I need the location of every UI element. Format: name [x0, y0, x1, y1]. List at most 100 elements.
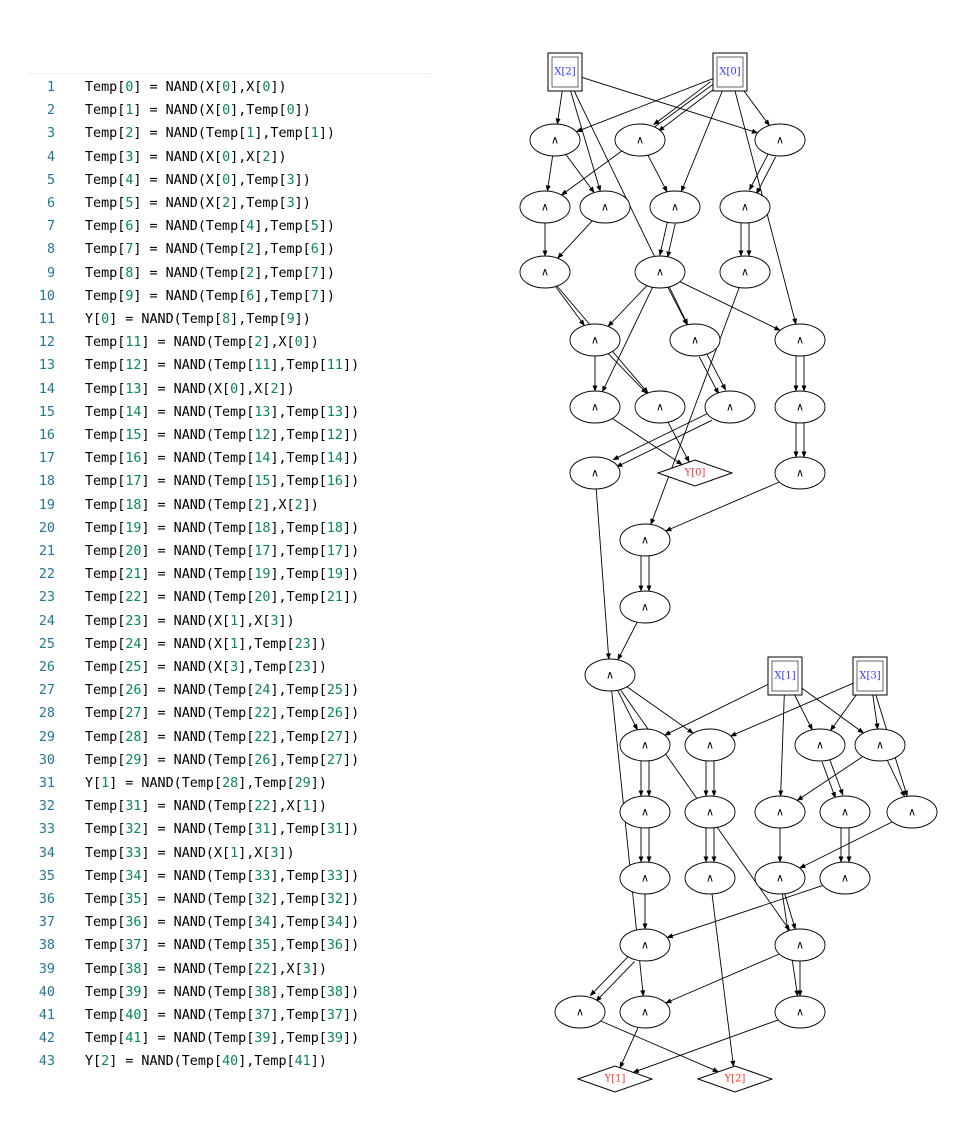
- output-diamond: [656, 459, 734, 487]
- edges-layer: [542, 76, 908, 1073]
- gate-ellipse: [649, 190, 701, 224]
- line-number: 21: [38, 544, 55, 559]
- edge-X2-to-t3: [555, 90, 563, 125]
- edge-X1-to-t24: [778, 694, 785, 797]
- edge-t2-to-t7: [607, 285, 648, 327]
- nand-gate-t8: ∧: [569, 390, 621, 424]
- line-number: 42: [38, 1031, 55, 1047]
- nand-gate-t9: ∧: [634, 390, 686, 424]
- nand-gate-t29: ∧: [774, 995, 826, 1029]
- edge-X0-to-t0: [653, 81, 711, 125]
- gate-ellipse: [754, 123, 806, 157]
- input-label: X[2]: [554, 67, 575, 78]
- code-text: Temp[4] = NAND(X[0],Temp[3]): [85, 172, 311, 188]
- nand-gate-t37: ∧: [619, 928, 671, 962]
- nand-symbol: ∧: [796, 1006, 804, 1019]
- line-number: 28: [38, 706, 55, 722]
- nand-symbol: ∧: [841, 806, 849, 819]
- nand-gate-t28: ∧: [619, 995, 671, 1029]
- output-node-Y0: Y[0]: [656, 459, 734, 487]
- line-number: 20: [38, 520, 55, 536]
- nand-symbol: ∧: [706, 872, 714, 885]
- line-number: 32: [38, 799, 55, 815]
- gate-ellipse: [619, 795, 671, 829]
- nand-gate-t1: ∧: [649, 190, 701, 224]
- output-diamond: [696, 1065, 774, 1093]
- line-number: 29: [38, 729, 55, 745]
- code-text: Temp[33] = NAND(X[1],X[3]): [85, 845, 295, 861]
- gate-ellipse: [854, 728, 906, 762]
- input-inner-box: [551, 56, 579, 88]
- line-number: 13: [38, 358, 55, 374]
- edge-t1-to-t2: [658, 221, 668, 256]
- code-line: 34 Temp[33] = NAND(X[1],X[3]): [27, 842, 430, 865]
- gate-ellipse: [669, 323, 721, 357]
- edge-t26-to-t27: [784, 893, 797, 930]
- nand-gate-t38: ∧: [684, 728, 736, 762]
- input-node-X1: X[1]: [767, 656, 803, 696]
- line-number: 3: [46, 126, 55, 142]
- nand-symbol: ∧: [601, 201, 609, 214]
- output-label: Y[2]: [724, 1074, 746, 1085]
- line-number: 35: [38, 868, 55, 884]
- nand-symbol: ∧: [796, 401, 804, 414]
- nand-symbol: ∧: [591, 401, 599, 414]
- gate-ellipse: [774, 390, 826, 424]
- nand-symbol: ∧: [641, 534, 649, 547]
- code-text: Temp[28] = NAND(Temp[22],Temp[27]): [85, 729, 360, 745]
- gate-ellipse: [774, 323, 826, 357]
- gate-ellipse: [584, 658, 636, 692]
- edge-t33-to-t34: [829, 759, 844, 796]
- edge-X0-to-t0: [658, 87, 716, 132]
- edge-t22-to-t38: [626, 686, 694, 734]
- nand-gate-t17: ∧: [619, 523, 671, 557]
- gate-ellipse: [569, 456, 621, 490]
- nand-gate-t15: ∧: [774, 456, 826, 490]
- edge-t23-to-t24: [796, 756, 863, 801]
- nand-gate-t36: ∧: [819, 861, 871, 895]
- line-number: 34: [38, 845, 55, 861]
- nand-symbol: ∧: [641, 739, 649, 752]
- nand-gate-t35: ∧: [619, 861, 671, 895]
- nand-gate-t14: ∧: [719, 190, 771, 224]
- nand-symbol: ∧: [816, 739, 824, 752]
- nand-symbol: ∧: [591, 334, 599, 347]
- gate-ellipse: [754, 795, 806, 829]
- nand-symbol: ∧: [656, 401, 664, 414]
- code-text: Temp[15] = NAND(Temp[12],Temp[12]): [85, 428, 360, 443]
- nand-gate-t24: ∧: [754, 795, 806, 829]
- line-number: 33: [38, 822, 55, 838]
- edge-t8-to-Y0: [612, 418, 683, 465]
- nand-symbol: ∧: [776, 134, 784, 147]
- line-number: 14: [38, 381, 55, 397]
- edge-t19-to-t21: [616, 419, 713, 468]
- nand-gate-t34: ∧: [819, 795, 871, 829]
- output-node-Y1: Y[1]: [576, 1065, 654, 1093]
- gate-ellipse: [619, 523, 671, 557]
- edge-X3-to-t38: [730, 682, 854, 737]
- line-number: 6: [46, 196, 55, 211]
- nand-circuit-graph: ∧∧∧∧∧∧∧∧∧∧∧∧∧∧∧∧∧∧∧∧∧∧∧∧∧∧∧∧∧∧∧∧∧∧∧∧∧∧∧∧…: [519, 52, 938, 1093]
- gate-ellipse: [774, 928, 826, 962]
- code-text: Temp[17] = NAND(Temp[15],Temp[16]): [85, 474, 360, 490]
- edge-t18-to-t19: [699, 356, 719, 395]
- input-inner-box: [771, 660, 799, 692]
- gate-ellipse: [634, 255, 686, 289]
- code-line: 21 Temp[20] = NAND(Temp[17],Temp[17]): [27, 540, 430, 563]
- line-number: 5: [46, 172, 55, 188]
- input-inner-box: [716, 56, 744, 88]
- code-text: Temp[29] = NAND(Temp[26],Temp[27]): [85, 752, 360, 768]
- code-text: Temp[20] = NAND(Temp[17],Temp[17]): [85, 544, 360, 559]
- gate-ellipse: [684, 728, 736, 762]
- edge-X1-to-t31: [664, 683, 769, 736]
